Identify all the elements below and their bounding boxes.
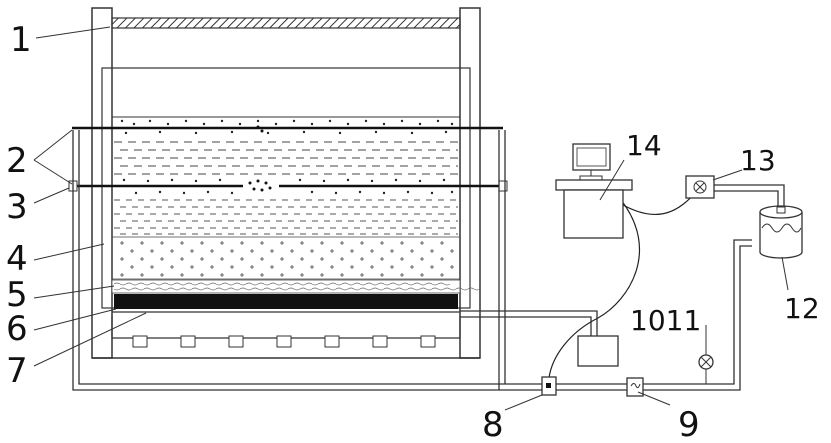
- computer-14: [556, 144, 632, 238]
- gravel-layer: [112, 280, 480, 293]
- label-3: 3: [6, 187, 28, 227]
- top-dotted-layer: [112, 117, 460, 134]
- label-2: 2: [6, 141, 28, 181]
- reservoir-12: [760, 206, 802, 258]
- piping: [73, 130, 784, 390]
- upper-dashed-layer: [114, 142, 458, 174]
- base-tray: [112, 316, 460, 338]
- gauge-1011: [699, 345, 713, 384]
- cross-marked-layer: [112, 237, 460, 279]
- label-8: 8: [482, 405, 504, 443]
- control-box-1011: [578, 336, 618, 366]
- label-7: 7: [6, 351, 28, 391]
- part-labels: 1 2 3 4 5 6 7 8 9 1011 12 13 14: [6, 20, 820, 443]
- sensor-box-13: [686, 176, 714, 198]
- right-connector: [499, 181, 507, 191]
- label-14: 14: [626, 129, 662, 162]
- label-13: 13: [740, 144, 776, 177]
- desk-top: [556, 180, 632, 190]
- label-1: 1: [10, 20, 32, 60]
- soil-layers: [112, 117, 480, 312]
- top-cover-plate: [112, 18, 460, 28]
- leader-lines: [34, 27, 788, 410]
- lower-dashed-layer: [114, 200, 458, 234]
- inner-container: [102, 68, 470, 308]
- label-9: 9: [678, 405, 700, 443]
- label-1011: 1011: [630, 304, 701, 337]
- label-12: 12: [784, 292, 820, 325]
- label-6: 6: [6, 309, 28, 349]
- label-4: 4: [6, 239, 28, 279]
- black-drainage-layer: [114, 294, 458, 309]
- computer-case: [564, 190, 623, 238]
